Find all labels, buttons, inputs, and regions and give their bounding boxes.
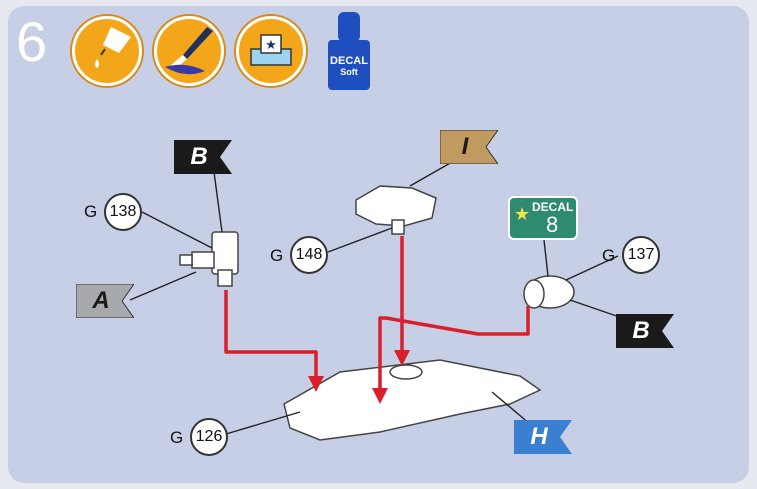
part-138 [179,231,239,287]
decal-bottle-line1: DECAL [330,55,368,67]
paint-flag-b-top: B [174,140,232,174]
decal-bottle-label: DECAL Soft [328,56,370,78]
part-126-number: 126 [190,418,228,456]
part-148-sprue: G [270,246,284,265]
decal-badge: ★ DECAL 8 [508,196,578,240]
paint-brush-icon [154,16,224,86]
svg-text:★: ★ [265,38,277,53]
flag-letter: B [632,317,650,344]
part-126-sprue: G [170,428,184,447]
part-137-sprue: G [602,246,616,265]
part-148 [355,185,437,235]
decal-soft-bottle-icon: DECAL Soft [326,12,372,90]
step-number: 6 [16,10,48,73]
part-137-number: 137 [622,236,660,274]
paint-flag-h: H [514,420,572,454]
part-137 [523,275,575,309]
paint-flag-a: A [76,284,134,318]
star-icon: ★ [514,204,531,224]
part-138-sprue: G [84,202,98,221]
flag-letter: A [92,287,110,314]
paint-flag-i: I [440,130,498,164]
part-126 [283,359,542,441]
decal-water-icon: ★ [236,16,306,86]
flag-letter: H [530,423,548,450]
paint-flag-b-right: B [616,314,674,348]
decal-bottle-line2: Soft [340,67,358,77]
part-148-number: 148 [290,236,328,274]
decal-badge-number: 8 [546,212,559,237]
glue-drop-icon [72,16,142,86]
flag-letter: B [190,143,208,170]
part-138-number: 138 [104,193,142,231]
flag-letter: I [461,133,469,160]
decal-badge-label: DECAL [532,200,574,214]
